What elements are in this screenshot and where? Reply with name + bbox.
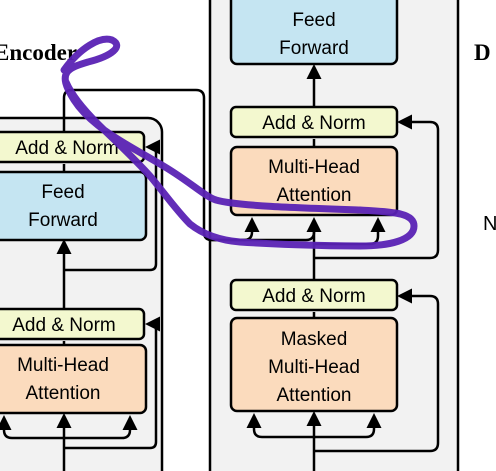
encoder-ff-line2: Forward bbox=[28, 210, 98, 231]
encoder-add-norm-top bbox=[0, 130, 146, 164]
decoder-ff-line1: Feed bbox=[292, 10, 335, 31]
decoder-title: D bbox=[474, 40, 491, 65]
decoder-repeat-label: N bbox=[483, 213, 496, 235]
decoder-ff-line2: Forward bbox=[279, 38, 349, 59]
encoder-mha-line1: Multi-Head bbox=[17, 355, 109, 376]
decoder-masked-line2: Multi-Head bbox=[268, 357, 360, 378]
encoder-add-norm-bottom bbox=[0, 307, 146, 341]
encoder-add-norm-top-label: Add & Norm bbox=[15, 138, 118, 159]
decoder-masked-line3: Attention bbox=[277, 385, 352, 406]
decoder-add-norm-bottom-label: Add & Norm bbox=[262, 286, 365, 307]
encoder-ff-line1: Feed bbox=[41, 182, 84, 203]
decoder-mha-line2: Attention bbox=[277, 185, 352, 206]
handdrawn-annotation-stroke bbox=[60, 35, 418, 250]
decoder-add-norm-mid-label: Add & Norm bbox=[262, 113, 365, 134]
decoder-mha-line1: Multi-Head bbox=[268, 157, 360, 178]
encoder-mha-line2: Attention bbox=[26, 383, 101, 404]
decoder-masked-line1: Masked bbox=[281, 329, 348, 350]
encoder-add-norm-bottom-label: Add & Norm bbox=[12, 315, 115, 336]
encoder-title: Encoder bbox=[0, 40, 77, 65]
